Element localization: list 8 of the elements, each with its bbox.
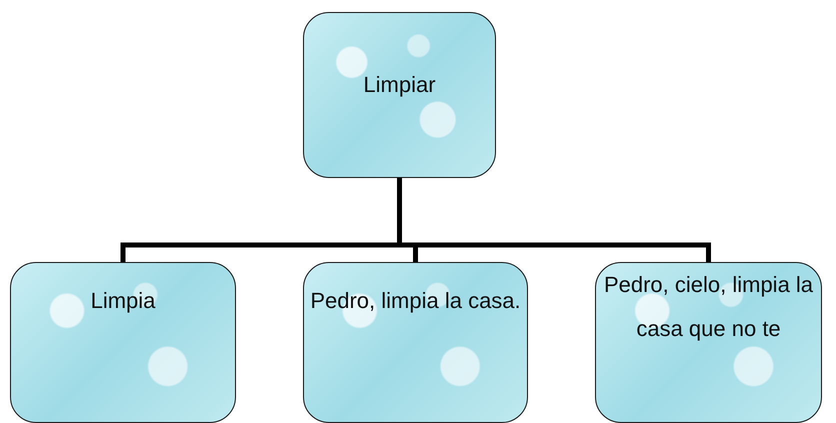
rounded-box xyxy=(303,12,496,178)
node-label: Pedro, cielo, limpia la casa que no te xyxy=(602,271,814,343)
node-label: Pedro, limpia la casa. xyxy=(309,287,522,315)
rounded-box xyxy=(595,262,822,423)
node-label: Limpiar xyxy=(362,71,437,99)
rounded-box xyxy=(10,262,236,423)
node-label: Limpia xyxy=(90,287,156,315)
rounded-box xyxy=(303,262,528,423)
